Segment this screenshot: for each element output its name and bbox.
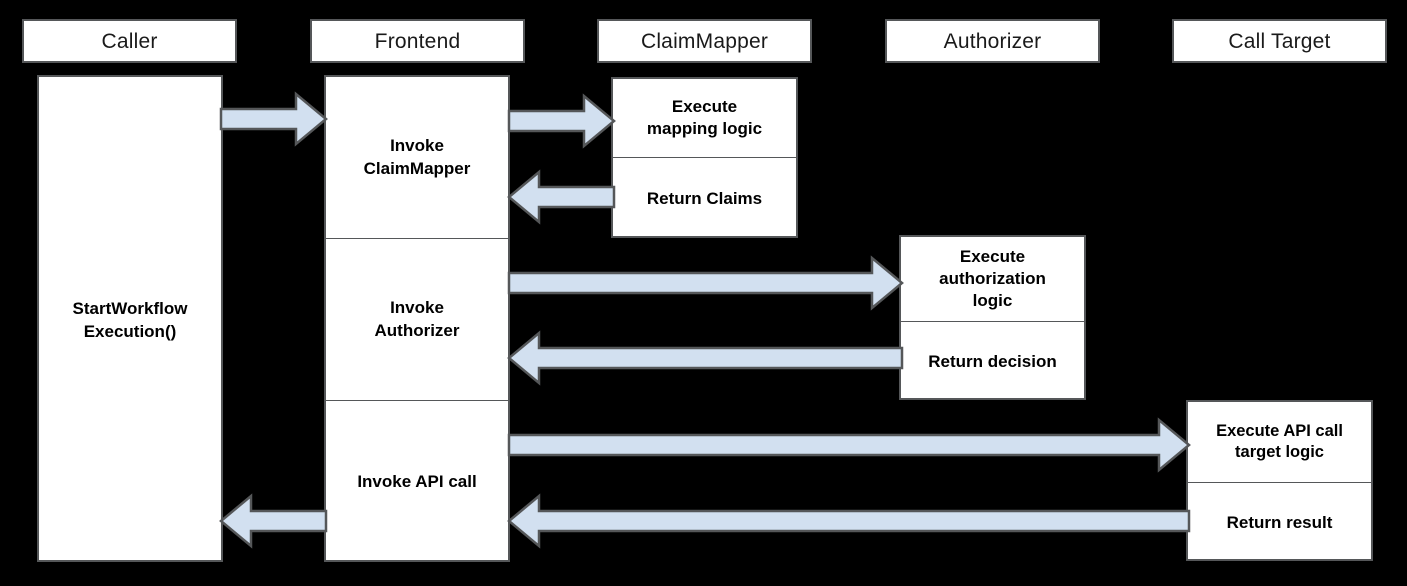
activation-label-frontend-invoke-claimmapper: Invoke ClaimMapper [363,136,471,178]
participant-label-caller: Caller [101,29,158,53]
activation-label-authorizer-execute-authz: Execute authorization logic [939,246,1046,311]
activation-segment-frontend-invoke-api-call: Invoke API call [326,400,508,564]
activation-label-frontend-invoke-api-call: Invoke API call [357,472,477,492]
activation-segment-caller-start: StartWorkflow Execution() [39,77,221,564]
message-arrow-frontend-to-claimmapper[interactable] [507,93,616,149]
participant-header-caller[interactable]: Caller [22,19,237,63]
participant-label-calltarget: Call Target [1228,29,1331,53]
activation-calltarget[interactable]: Execute API call target logic Return res… [1186,400,1373,561]
participant-header-authorizer[interactable]: Authorizer [885,19,1100,63]
message-arrow-frontend-to-caller[interactable] [219,493,328,549]
activation-label-caller-start: StartWorkflow Execution() [72,299,188,341]
message-arrow-claimmapper-to-frontend[interactable] [507,169,616,225]
participant-header-claimmapper[interactable]: ClaimMapper [597,19,812,63]
participant-label-frontend: Frontend [374,29,461,53]
message-arrow-authorizer-to-frontend[interactable] [507,330,904,386]
activation-segment-frontend-invoke-claimmapper: Invoke ClaimMapper [326,77,508,238]
activation-segment-claimmapper-return-claims: Return Claims [613,157,796,240]
participant-label-authorizer: Authorizer [943,29,1042,53]
message-arrow-frontend-to-authorizer[interactable] [507,255,904,311]
activation-segment-frontend-invoke-authorizer: Invoke Authorizer [326,238,508,400]
activation-authorizer[interactable]: Execute authorization logic Return decis… [899,235,1086,400]
activation-claimmapper[interactable]: Execute mapping logic Return Claims [611,77,798,238]
activation-label-calltarget-execute-api: Execute API call target logic [1216,421,1343,461]
activation-label-claimmapper-execute-mapping: Execute mapping logic [646,96,763,138]
participant-label-claimmapper: ClaimMapper [640,29,769,53]
activation-segment-calltarget-execute-api: Execute API call target logic [1188,402,1371,482]
activation-frontend[interactable]: Invoke ClaimMapper Invoke Authorizer Inv… [324,75,510,562]
message-arrow-caller-to-frontend[interactable] [219,91,328,147]
participant-header-frontend[interactable]: Frontend [310,19,525,63]
activation-caller[interactable]: StartWorkflow Execution() [37,75,223,562]
activation-segment-authorizer-execute-authz: Execute authorization logic [901,237,1084,321]
activation-label-frontend-invoke-authorizer: Invoke Authorizer [374,298,460,340]
activation-segment-calltarget-return-result: Return result [1188,482,1371,563]
activation-label-calltarget-return-result: Return result [1226,512,1333,532]
activation-segment-authorizer-return-decision: Return decision [901,321,1084,402]
message-arrow-frontend-to-calltarget[interactable] [507,417,1191,473]
activation-segment-claimmapper-execute-mapping: Execute mapping logic [613,79,796,157]
activation-label-authorizer-return-decision: Return decision [928,351,1057,371]
message-arrow-calltarget-to-frontend[interactable] [507,493,1191,549]
participant-header-calltarget[interactable]: Call Target [1172,19,1387,63]
activation-label-claimmapper-return-claims: Return Claims [646,188,763,208]
